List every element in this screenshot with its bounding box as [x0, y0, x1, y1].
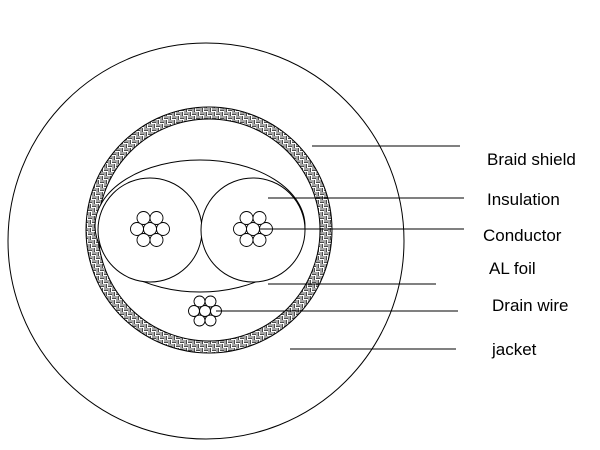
conductor-left — [130, 211, 170, 247]
label-drain-wire: Drain wire — [492, 296, 569, 315]
label-conductor: Conductor — [483, 226, 562, 245]
drain-wire — [188, 295, 222, 327]
label-braid-shield: Braid shield — [487, 150, 576, 169]
label-al-foil: AL foil — [489, 259, 536, 278]
label-insulation: Insulation — [487, 190, 560, 209]
label-jacket: jacket — [492, 340, 537, 359]
